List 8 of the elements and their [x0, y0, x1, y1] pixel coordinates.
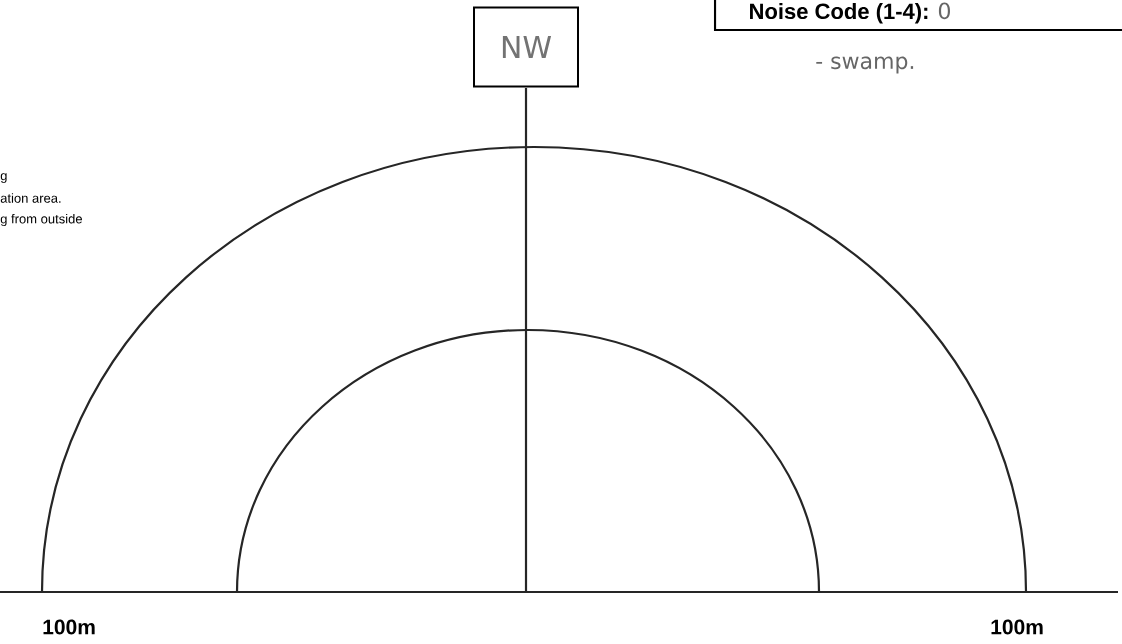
distance-label: 100m: [43, 619, 95, 635]
direction-box: NW: [473, 6, 579, 88]
handwritten-note: - swamp.: [816, 56, 914, 74]
note-text: ation area.: [0, 193, 61, 203]
note-text: g from outside: [0, 213, 82, 227]
distance-label: 100m: [991, 619, 1043, 635]
form-box: Noise Code (1-4): 0: [713, 0, 1122, 32]
note-text: g: [0, 173, 7, 183]
